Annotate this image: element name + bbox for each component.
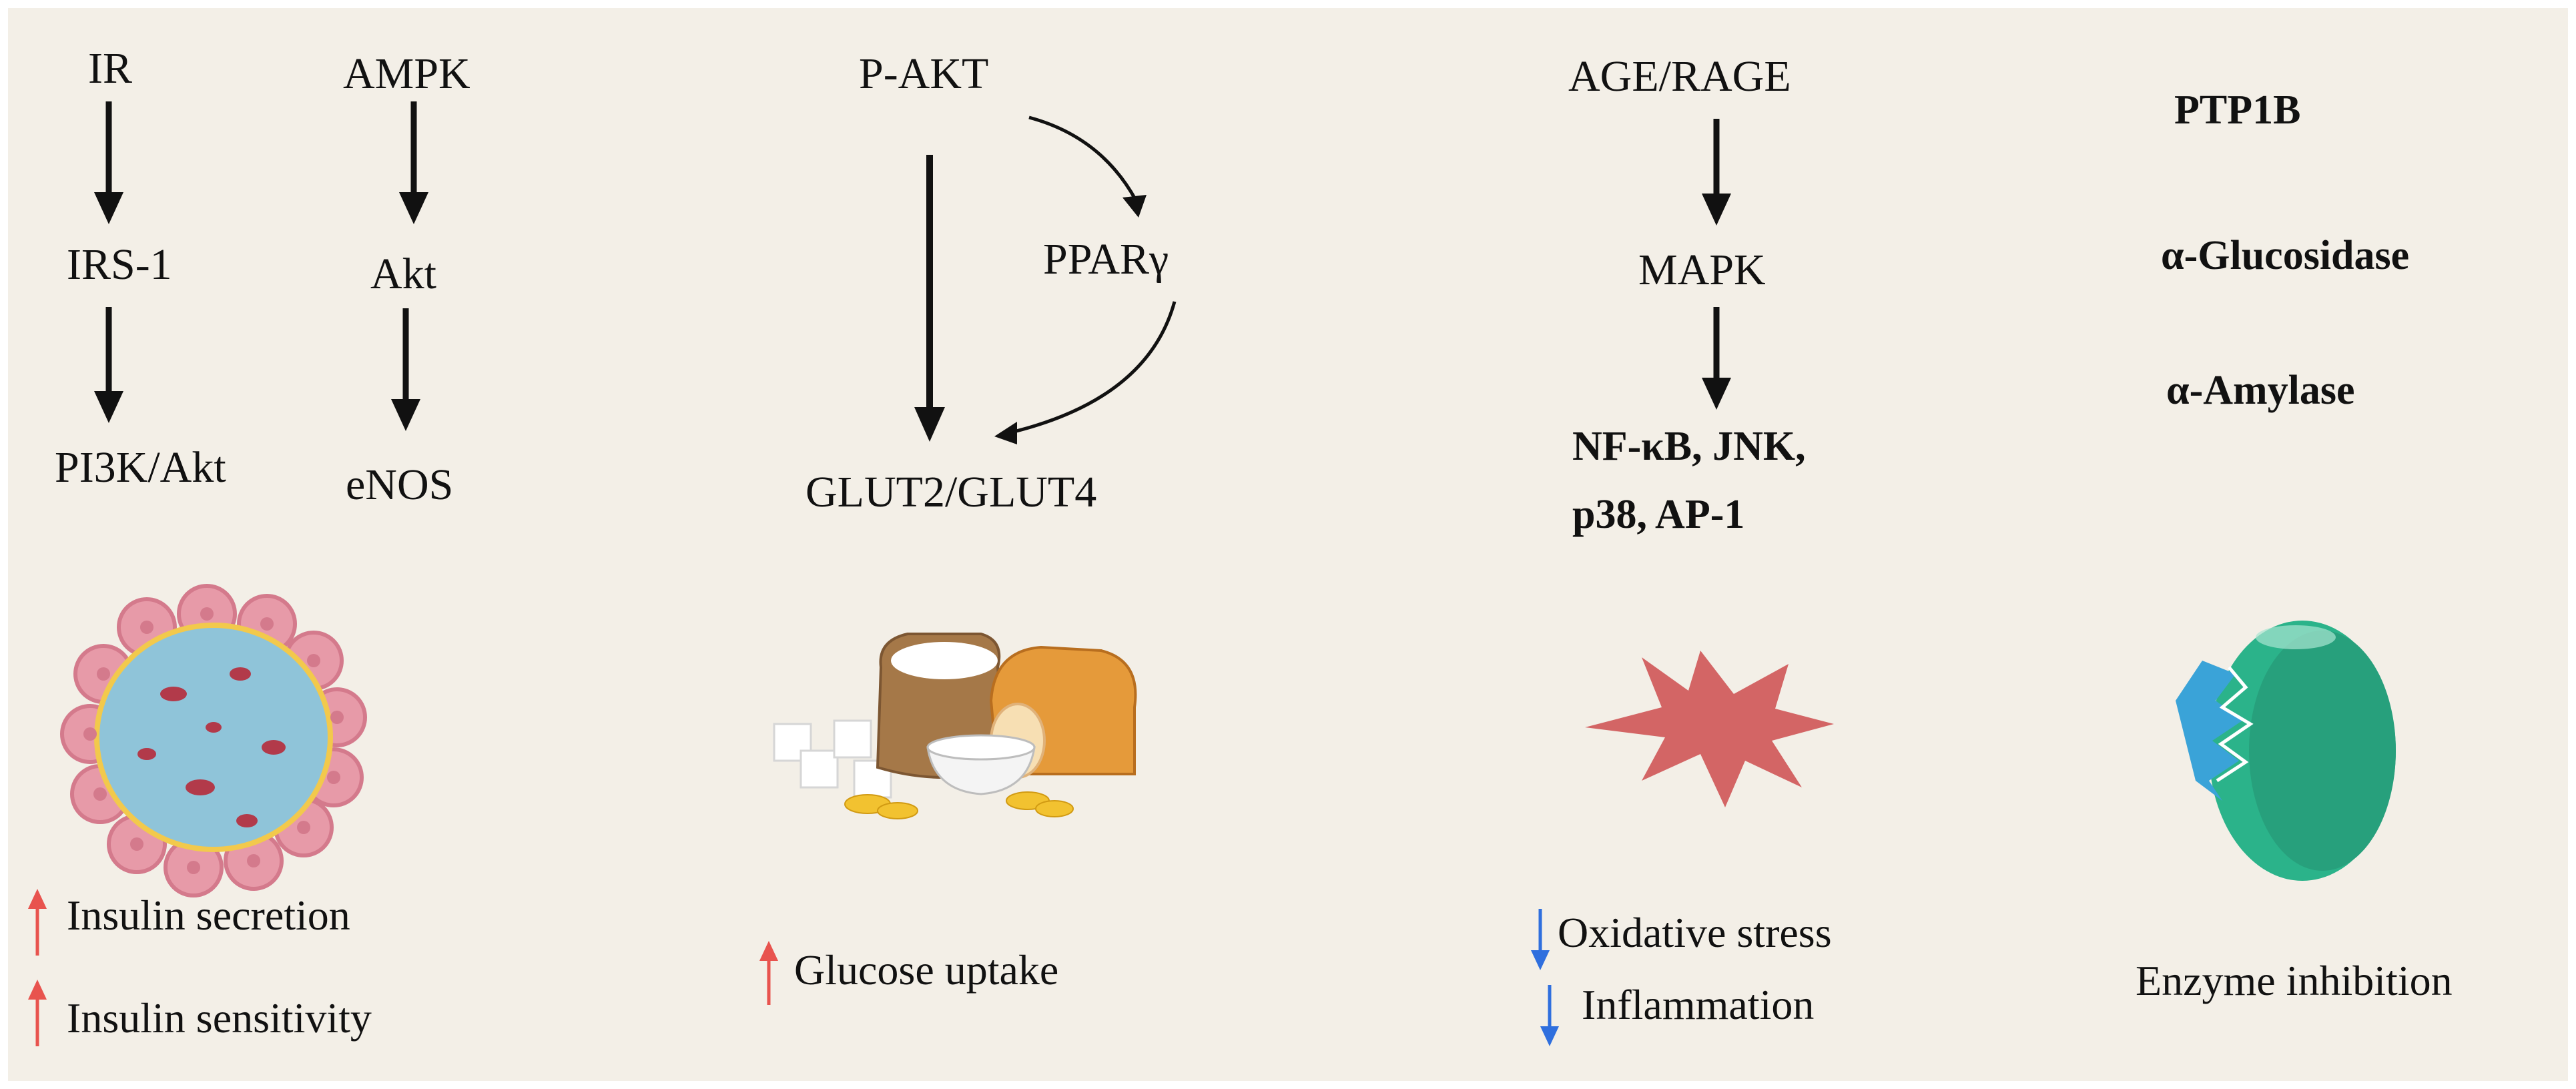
up-arrow-icon-insulin-secretion xyxy=(28,889,47,956)
arrow-akt-to-enos xyxy=(391,308,420,431)
nfkb-jnk-label: NF-κB, JNK, xyxy=(1572,424,1806,469)
arrow-pakt-to-ppar xyxy=(1028,115,1147,218)
glucose-uptake-label: Glucose uptake xyxy=(794,946,1059,994)
insulin-sensitivity-label: Insulin sensitivity xyxy=(67,994,372,1042)
arrow-mapk-to-nfkb xyxy=(1702,307,1731,410)
p-akt-label: P-AKT xyxy=(859,49,989,98)
alpha-glucosidase-label: α-Glucosidase xyxy=(2161,233,2410,278)
inflammation-label: Inflammation xyxy=(1582,981,1815,1028)
enzyme-inhibition-label: Enzyme inhibition xyxy=(2136,957,2453,1004)
up-arrow-icon-insulin-sensitivity xyxy=(28,980,47,1046)
ptp1b-label: PTP1B xyxy=(2174,87,2301,133)
akt-label: Akt xyxy=(370,250,436,298)
enos-label: eNOS xyxy=(346,460,454,509)
age-rage-label: AGE/RAGE xyxy=(1568,52,1791,101)
down-arrow-icon-oxidative-stress xyxy=(1531,909,1550,970)
insulin-secretion-label: Insulin secretion xyxy=(67,891,350,939)
arrow-irs1-to-pi3k xyxy=(94,307,123,423)
mapk-label: MAPK xyxy=(1638,246,1766,294)
diagram-panel xyxy=(8,8,2568,1081)
inhibited-enzyme-icon xyxy=(2176,621,2396,881)
pancreatic-islet-icon xyxy=(60,584,367,897)
arrow-ppar-to-glut xyxy=(994,301,1177,444)
arrow-ir-to-irs1 xyxy=(94,101,123,224)
glut-label: GLUT2/GLUT4 xyxy=(806,468,1097,516)
arrow-pakt-to-glut xyxy=(914,155,945,442)
ampk-label: AMPK xyxy=(343,49,470,98)
ir-label: IR xyxy=(88,44,132,93)
ppar-gamma-label: PPARγ xyxy=(1043,235,1169,284)
carbohydrate-food-icon xyxy=(773,633,1137,819)
down-arrow-icon-inflammation xyxy=(1540,985,1559,1046)
oxidative-stress-label: Oxidative stress xyxy=(1558,909,1832,956)
irs1-label: IRS-1 xyxy=(67,240,172,289)
oxidative-burst-icon xyxy=(1585,651,1834,807)
alpha-amylase-label: α-Amylase xyxy=(2166,368,2355,413)
pi3k-akt-label: PI3K/Akt xyxy=(55,443,226,492)
up-arrow-icon-glucose-uptake xyxy=(759,941,778,1005)
arrow-ampk-to-akt xyxy=(399,101,428,224)
p38-ap1-label: p38, AP-1 xyxy=(1572,492,1745,537)
arrow-age-to-mapk xyxy=(1702,119,1731,226)
